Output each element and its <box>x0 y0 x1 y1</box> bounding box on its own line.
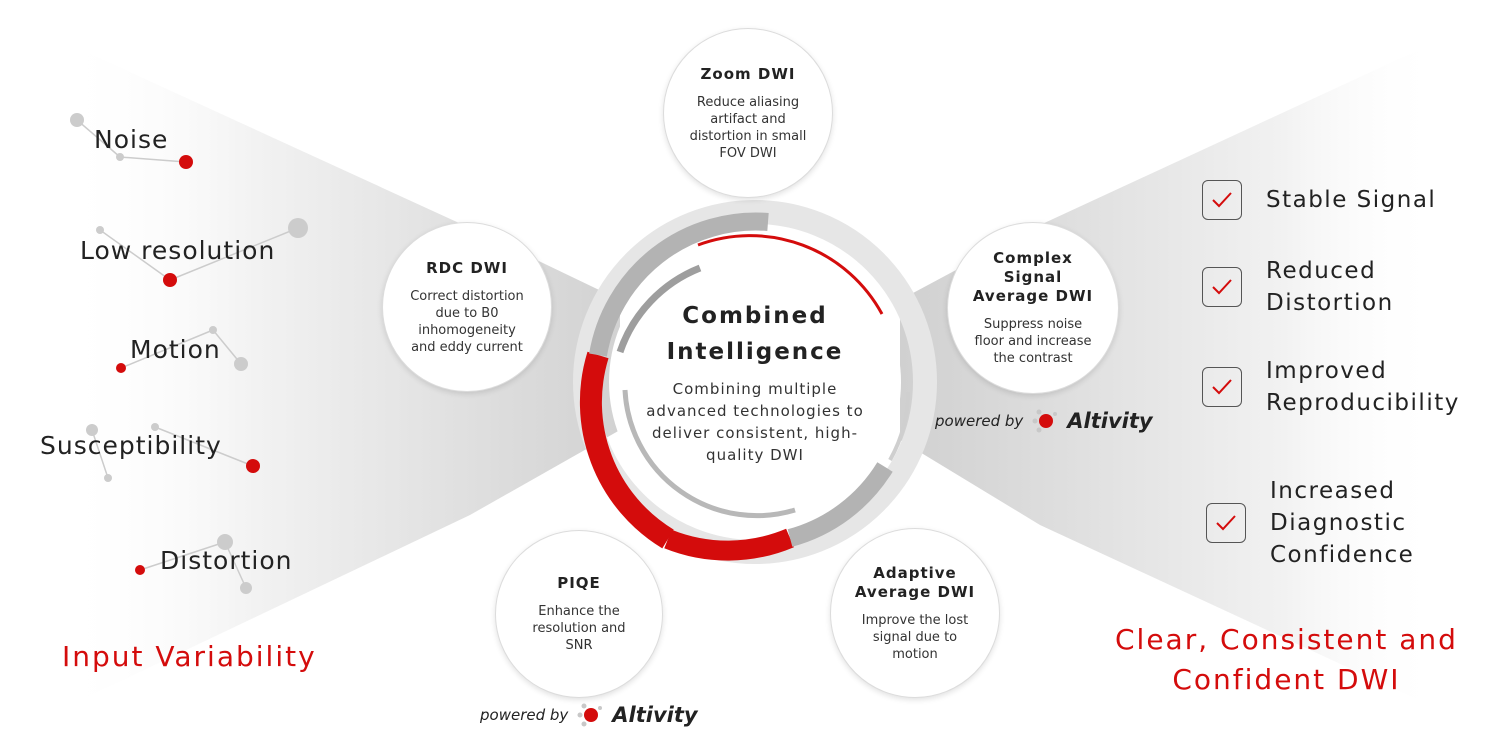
piqe-desc: Enhance the resolution and SNR <box>532 604 626 653</box>
zoom-dwi-title: Zoom DWI <box>700 64 796 83</box>
complex-signal-desc: Suppress noise floor and increase the co… <box>974 317 1092 366</box>
piqe-title: PIQE <box>557 574 601 592</box>
output-title-line2: Confident DWI <box>1172 663 1401 696</box>
input-item-susceptibility: Susceptibility <box>40 431 222 460</box>
altivity-brand: Altivity <box>612 703 698 727</box>
piqe-bubble: PIQE Enhance the resolution and SNR <box>495 530 663 698</box>
powered-by-label: powered by <box>480 706 569 724</box>
center-title-line2: Intelligence <box>666 339 844 365</box>
powered-by-label: powered by <box>935 412 1024 430</box>
altivity-logo-icon <box>577 703 603 727</box>
inner-gray-arc <box>622 389 796 519</box>
adaptive-title: Adaptive Average DWI <box>854 563 976 601</box>
outer-gray-arc-top <box>589 212 769 357</box>
output-label: Increased Diagnostic Confidence <box>1270 478 1415 568</box>
input-item-motion: Motion <box>130 335 221 364</box>
center-title: Combined Intelligence <box>650 298 860 370</box>
input-item-noise: Noise <box>94 125 169 154</box>
complex-signal-title: Complex Signal Average DWI <box>972 249 1094 305</box>
molecule-nodes <box>70 113 308 594</box>
powered-by-altivity-bottom: powered by Altivity <box>480 702 698 728</box>
zoom-dwi-desc: Reduce aliasing artifact and distortion … <box>689 94 807 161</box>
input-variability-title: Input Variability <box>62 640 317 673</box>
adaptive-desc: Improve the lost signal due to motion <box>861 612 969 662</box>
outer-gray-arc-right <box>787 462 893 547</box>
altivity-brand: Altivity <box>1067 409 1153 433</box>
checkbox-check-icon <box>1202 267 1242 307</box>
input-item-distortion: Distortion <box>160 546 293 575</box>
inner-gray-arc-2 <box>888 391 910 461</box>
output-label: Reduced Distortion <box>1266 258 1394 316</box>
checkbox-check-icon <box>1202 367 1242 407</box>
mid-gray-arc <box>616 264 702 354</box>
outer-red-arc <box>579 351 674 549</box>
rdc-dwi-title: RDC DWI <box>426 258 508 277</box>
adaptive-average-dwi-bubble: Adaptive Average DWI Improve the lost si… <box>830 528 1000 698</box>
zoom-dwi-bubble: Zoom DWI Reduce aliasing artifact and di… <box>663 28 833 198</box>
molecule-dots <box>76 119 299 589</box>
output-label: Improved Reproducibility <box>1266 358 1460 416</box>
altivity-logo-icon <box>1032 409 1058 433</box>
rdc-dwi-bubble: RDC DWI Correct distortion due to B0 inh… <box>382 222 552 392</box>
center-title-line1: Combined <box>682 303 828 329</box>
output-item-stable-signal: Stable Signal <box>1202 180 1456 220</box>
output-item-reduced-distortion: Reduced Distortion <box>1202 255 1416 319</box>
output-title: Clear, Consistent and Confident DWI <box>1115 620 1458 700</box>
center-description: Combining multiple advanced technologies… <box>646 380 864 464</box>
inner-white-disc <box>609 236 901 528</box>
checkbox-check-icon <box>1202 180 1242 220</box>
left-funnel <box>60 40 620 710</box>
rdc-dwi-desc: Correct distortion due to B0 inhomogenei… <box>410 288 524 355</box>
complex-signal-average-dwi-bubble: Complex Signal Average DWI Suppress nois… <box>947 222 1119 394</box>
input-item-low-resolution: Low resolution <box>80 236 276 265</box>
checkbox-check-icon <box>1206 503 1246 543</box>
output-item-increased-diagnostic-confidence: Increased Diagnostic Confidence <box>1206 475 1430 571</box>
powered-by-altivity-right: powered by Altivity <box>935 408 1153 434</box>
thin-red-arc <box>697 234 884 315</box>
output-item-improved-reproducibility: Improved Reproducibility <box>1202 355 1476 419</box>
output-label: Stable Signal <box>1266 187 1437 213</box>
right-funnel <box>900 40 1440 710</box>
outer-red-arc-2 <box>664 528 794 561</box>
output-title-line1: Clear, Consistent and <box>1115 623 1458 656</box>
